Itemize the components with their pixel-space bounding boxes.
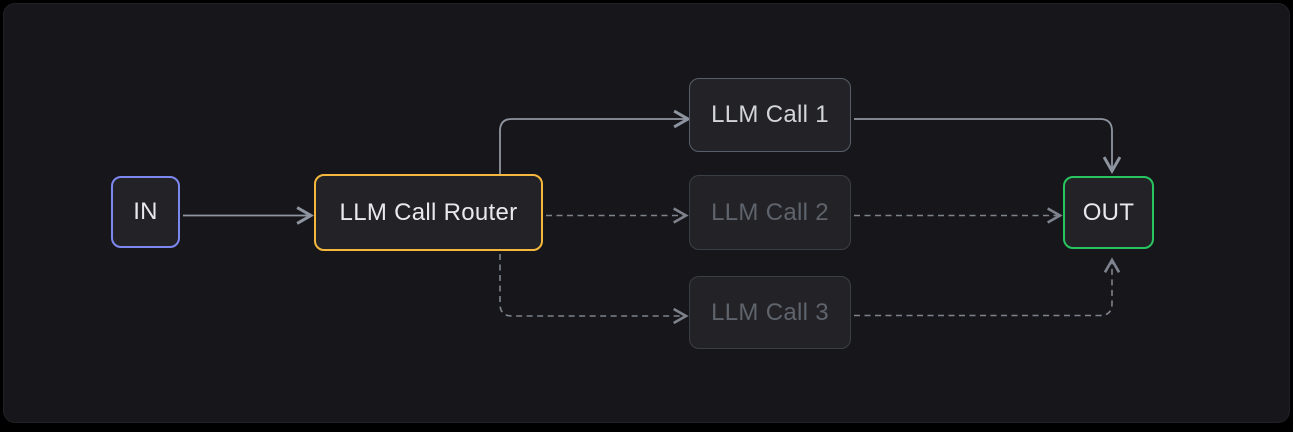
node-in-label: IN (133, 198, 158, 225)
node-out-label: OUT (1082, 198, 1135, 226)
edge-router-to-call3 (499, 254, 689, 325)
edge-router-to-call1 (499, 109, 691, 177)
node-llm-call-router: LLM Call Router (314, 174, 543, 251)
node-llm-call-3: LLM Call 3 (689, 276, 851, 349)
node-call1-label: LLM Call 1 (711, 101, 829, 128)
diagram-panel: IN LLM Call Router LLM Call 1 LLM Call 2… (3, 3, 1290, 423)
node-call2-label: LLM Call 2 (711, 198, 829, 226)
node-llm-call-1: LLM Call 1 (689, 78, 851, 152)
edge-call1-to-out (854, 118, 1122, 174)
node-in: IN (111, 176, 180, 248)
node-out: OUT (1063, 176, 1154, 249)
node-llm-call-2: LLM Call 2 (689, 175, 851, 250)
node-call3-label: LLM Call 3 (711, 298, 829, 326)
edge-call3-to-out (854, 257, 1121, 317)
node-router-label: LLM Call Router (339, 198, 518, 226)
